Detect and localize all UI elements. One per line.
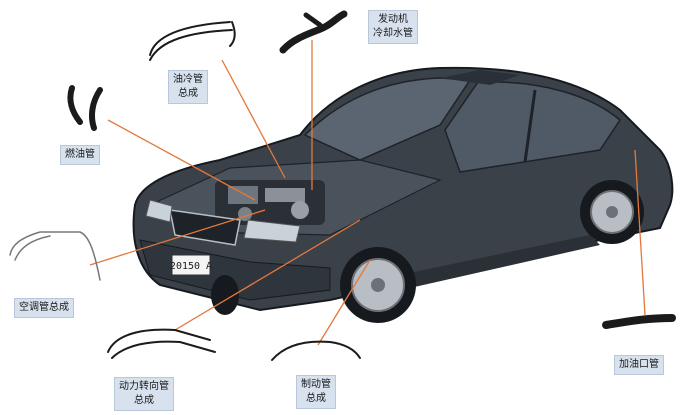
- license-plate: [171, 254, 211, 276]
- car-body: [132, 66, 674, 312]
- b-pillar: [523, 89, 537, 163]
- leader-brake: [317, 259, 371, 346]
- sunroof: [440, 70, 520, 85]
- license-plate-text: 20150 A: [170, 261, 212, 272]
- label-engine-coolant-hose-line1: 发动机: [378, 14, 408, 25]
- leader-oil-cooler: [221, 59, 286, 179]
- label-ac-pipe-line1: 空调管总成: [19, 302, 69, 313]
- leader-power-steering: [174, 219, 361, 331]
- label-brake-hose-line1: 制动管: [301, 379, 331, 390]
- headlight-left: [145, 199, 173, 223]
- label-filler-neck-hose-line1: 加油口管: [619, 359, 659, 370]
- side-skirt: [400, 235, 600, 288]
- label-power-steering-hose-line1: 动力转向管: [119, 381, 169, 392]
- engine-coolant-hose-branch: [303, 12, 323, 28]
- label-engine-coolant-hose: 发动机 冷却水管: [368, 10, 418, 44]
- label-oil-cooler-hose-line2: 总成: [178, 88, 198, 99]
- fuel-hose-thumb: [67, 85, 103, 131]
- leader-ac: [89, 209, 266, 266]
- label-brake-hose-line2: 总成: [306, 393, 326, 404]
- rear-wheel: [580, 180, 644, 244]
- ac-pipe-thumb: [9, 231, 101, 281]
- label-oil-cooler-hose: 油冷管 总成: [168, 70, 208, 104]
- label-engine-coolant-hose-line2: 冷却水管: [373, 28, 413, 39]
- label-power-steering-hose-line2: 总成: [134, 395, 154, 406]
- label-ac-pipe: 空调管总成: [14, 298, 74, 318]
- leader-lines: [89, 40, 646, 346]
- label-power-steering-hose: 动力转向管 总成: [114, 377, 174, 411]
- component-thumbnails: [9, 10, 676, 361]
- engine-bay: [215, 180, 325, 225]
- leader-filler-neck: [634, 149, 646, 316]
- headlight-right: [243, 219, 301, 243]
- label-fuel-hose-line1: 燃油管: [65, 149, 95, 160]
- leader-fuel: [107, 119, 256, 201]
- brake-hose-thumb: [271, 340, 361, 361]
- label-fuel-hose: 燃油管: [60, 145, 100, 165]
- front-wheel: [340, 247, 416, 323]
- label-oil-cooler-hose-line1: 油冷管: [173, 74, 203, 85]
- engine-coolant-hose-thumb: [279, 10, 348, 54]
- oil-cooler-hose-thumb: [149, 21, 236, 61]
- front-grille: [169, 209, 241, 246]
- filler-neck-hose-thumb: [602, 314, 676, 329]
- label-brake-hose: 制动管 总成: [296, 375, 336, 409]
- side-windows: [444, 81, 621, 173]
- power-steering-hose-thumb: [107, 328, 216, 359]
- label-filler-neck-hose: 加油口管: [614, 355, 664, 375]
